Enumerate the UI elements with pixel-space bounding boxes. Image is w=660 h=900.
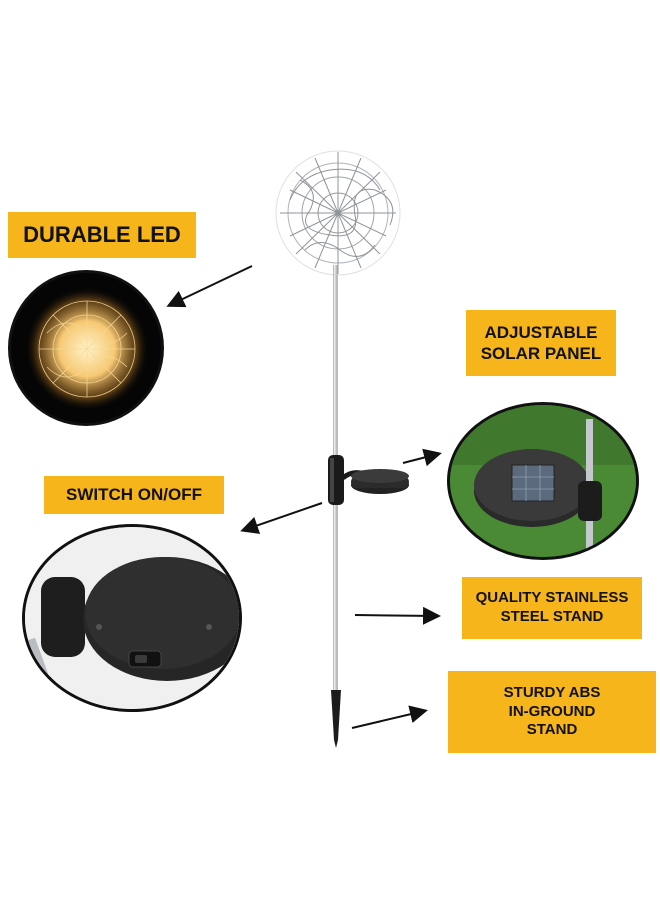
label-steel-line1: QUALITY STAINLESS xyxy=(475,589,629,607)
arrow-solar xyxy=(402,448,442,467)
label-abs-line3: STAND xyxy=(526,721,578,739)
label-durable-led-text: DURABLE LED xyxy=(23,222,181,248)
solar-panel-side xyxy=(351,469,409,494)
label-quality-steel-stand: QUALITY STAINLESS STEEL STAND xyxy=(462,577,642,639)
glowing-led-image xyxy=(25,287,149,411)
solar-panel-image xyxy=(450,405,636,557)
label-abs-line1: STURDY ABS xyxy=(503,683,601,701)
detail-solar-panel-photo xyxy=(447,402,639,560)
ground-spike xyxy=(331,690,341,748)
switch-image xyxy=(25,527,239,709)
label-abs-line2: IN-GROUND xyxy=(508,702,596,720)
label-adjustable-solar-panel: ADJUSTABLE SOLAR PANEL xyxy=(466,310,616,376)
label-durable-led: DURABLE LED xyxy=(8,212,196,258)
label-steel-line2: STEEL STAND xyxy=(500,608,604,625)
label-switch-on-off: SWITCH ON/OFF xyxy=(44,476,224,514)
label-solar-line1: ADJUSTABLE xyxy=(484,322,598,342)
label-sturdy-abs-stand: STURDY ABS IN-GROUND STAND xyxy=(448,671,656,753)
arrow-abs xyxy=(351,705,428,729)
dandelion-head xyxy=(275,150,401,276)
arrow-steel xyxy=(354,606,441,625)
detail-switch-photo xyxy=(22,524,242,712)
label-solar-line2: SOLAR PANEL xyxy=(480,344,602,363)
arrow-switch xyxy=(240,502,323,534)
label-switch-text: SWITCH ON/OFF xyxy=(66,485,202,505)
arrow-led xyxy=(166,265,253,308)
detail-led-photo xyxy=(8,270,164,426)
